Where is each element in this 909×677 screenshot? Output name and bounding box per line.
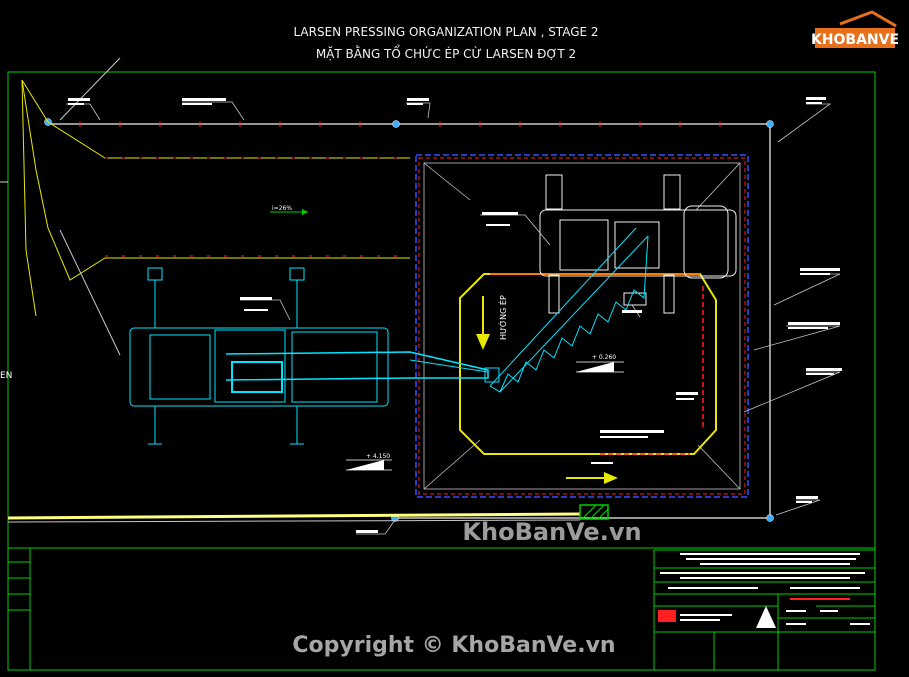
- access-road: [21, 57, 410, 356]
- press-direction-label: HƯỚNG ÉP: [497, 295, 508, 340]
- title-block: [8, 548, 876, 671]
- boundary-tick-marks: [79, 122, 721, 127]
- logo-text: KHOBANVE: [811, 32, 899, 48]
- watermark-center: KhoBanVe.vn: [462, 518, 641, 546]
- company-logo-triangle: [756, 606, 776, 628]
- site-bottom-road: [7, 512, 581, 520]
- side-letters: EN: [0, 371, 12, 381]
- company-logo-red: [658, 610, 676, 622]
- pit-enclosure-blue: [415, 154, 749, 498]
- pit-inner-grey: [423, 162, 741, 490]
- pit-enclosure-red: [418, 157, 746, 495]
- leader-lines: [66, 101, 841, 535]
- pit-corner-diagonals: [423, 162, 741, 490]
- level-marker-inner: + 0.260: [576, 354, 624, 373]
- title-block-text: [660, 553, 870, 625]
- gate-hatch: [579, 504, 609, 520]
- svg-text:+ 4.150: + 4.150: [366, 453, 390, 460]
- crawler-crane: [539, 174, 737, 314]
- site-boundary: [48, 123, 771, 519]
- khobanve-logo: KHOBANVE: [811, 10, 899, 48]
- drawing-title-en: LARSEN PRESSING ORGANIZATION PLAN , STAG…: [293, 25, 598, 39]
- drawing-title-vn: MẶT BẰNG TỔ CHỨC ÉP CỪ LARSEN ĐỢT 2: [316, 45, 576, 61]
- svg-text:+ 0.260: + 0.260: [592, 354, 616, 361]
- mobile-crane: [129, 267, 500, 445]
- watermark-copyright: Copyright © KhoBanVe.vn: [292, 633, 615, 658]
- level-marker-outer: + 4.150: [346, 453, 392, 471]
- annotation-tags: [68, 97, 842, 533]
- excavation-outline: [459, 273, 717, 455]
- slope-label: i=26%: [272, 205, 292, 212]
